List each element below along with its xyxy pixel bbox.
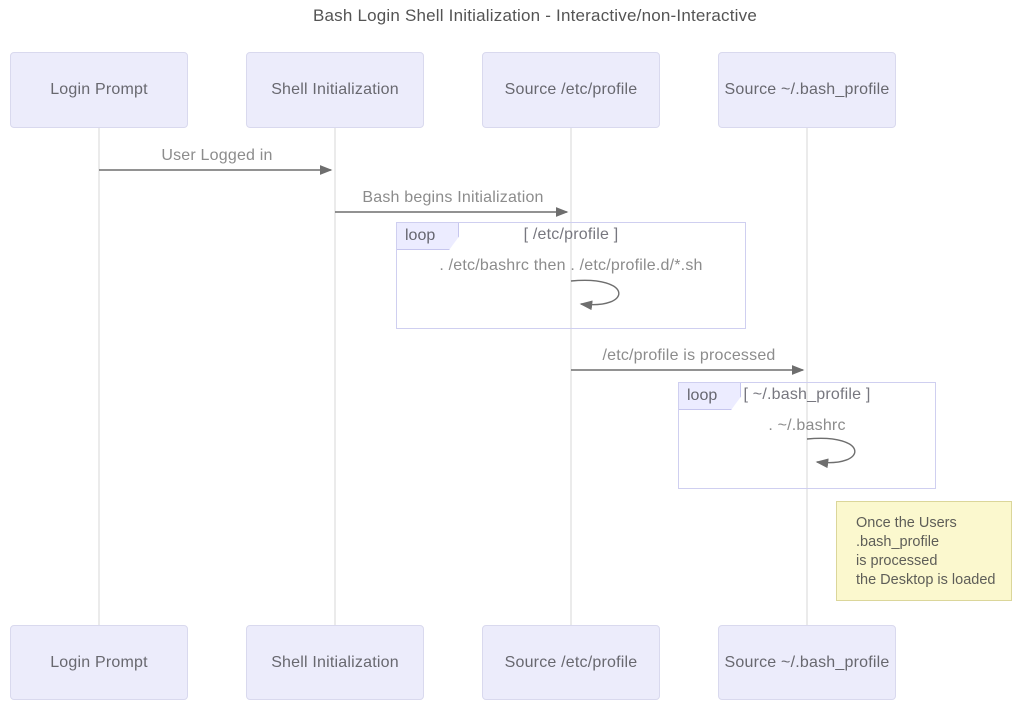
- loop-guard-etc-profile: [ /etc/profile ]: [523, 226, 619, 243]
- loop-label: loop: [397, 223, 459, 250]
- loop-message-etc-bashrc: . /etc/bashrc then . /etc/profile.d/*.sh: [439, 257, 703, 274]
- actor-label: Login Prompt: [50, 653, 148, 671]
- note-line: .bash_profile: [856, 534, 940, 550]
- actor-top-source-bash-profile: Source ~/.bash_profile: [718, 52, 896, 128]
- actor-label: Source /etc/profile: [504, 653, 638, 671]
- actor-label: Source /etc/profile: [504, 81, 638, 98]
- note-desktop-loaded: Once the Users .bash_profile is processe…: [836, 501, 1012, 601]
- actor-label: Shell Initialization: [271, 653, 399, 671]
- self-loop-arrow-home-bashrc: [806, 437, 856, 469]
- message-etc-profile-is-processed: /etc/profile is processed: [602, 347, 776, 364]
- note-line: the Desktop is loaded: [856, 572, 996, 588]
- message-user-logged-in: User Logged in: [161, 147, 273, 164]
- actor-label: Login Prompt: [50, 81, 148, 98]
- actor-bottom-login-prompt: Login Prompt: [10, 625, 188, 700]
- actor-label: Shell Initialization: [271, 81, 399, 98]
- loop-frame-etc-profile: loop [ /etc/profile ] . /etc/bashrc then…: [396, 222, 746, 329]
- actor-bottom-source-etc-profile: Source /etc/profile: [482, 625, 660, 700]
- actor-bottom-shell-initialization: Shell Initialization: [246, 625, 424, 700]
- note-line: is processed: [856, 553, 938, 569]
- diagram-title: Bash Login Shell Initialization - Intera…: [312, 6, 758, 25]
- loop-guard-bash-profile: [ ~/.bash_profile ]: [743, 386, 871, 403]
- loop-label: loop: [679, 383, 741, 410]
- loop-frame-bash-profile: loop [ ~/.bash_profile ] . ~/.bashrc: [678, 382, 936, 489]
- actor-label: Source ~/.bash_profile: [724, 653, 890, 671]
- self-loop-arrow-etc-bashrc: [570, 279, 620, 311]
- message-bash-begins-initialization: Bash begins Initialization: [362, 189, 544, 206]
- loop-message-home-bashrc: . ~/.bashrc: [768, 417, 846, 434]
- actor-top-login-prompt: Login Prompt: [10, 52, 188, 128]
- actor-top-source-etc-profile: Source /etc/profile: [482, 52, 660, 128]
- actor-top-shell-initialization: Shell Initialization: [246, 52, 424, 128]
- actor-bottom-source-bash-profile: Source ~/.bash_profile: [718, 625, 896, 700]
- note-line: Once the Users: [856, 515, 957, 531]
- actor-label: Source ~/.bash_profile: [724, 81, 890, 98]
